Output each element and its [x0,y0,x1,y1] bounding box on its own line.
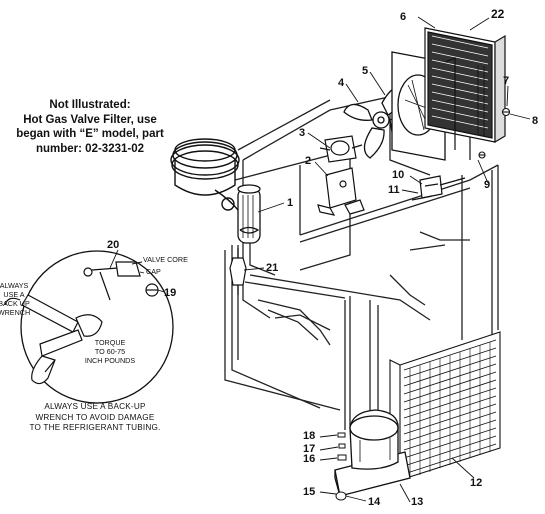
callout-18: 18 [303,430,315,442]
condenser [424,27,506,150]
callout-11: 11 [388,184,400,196]
callout-1: 1 [287,197,293,209]
callout-3: 3 [299,127,305,139]
callout-21: 21 [266,262,278,274]
detail-labels: VALVE CORE CAP ALWAYS USE A BACK UP WREN… [0,255,188,365]
valve-core-label: VALVE CORE [143,255,188,264]
callout-10: 10 [392,169,404,181]
torque-label-2: TO 60-75 [95,347,125,356]
mounting-screws [478,107,511,159]
pre-cooler-coil [170,138,240,211]
note-line-4: number: 02-3231-02 [35,142,145,155]
callout-leaders [109,16,531,503]
torque-label-3: INCH POUNDS [85,356,136,365]
callout-7: 7 [503,75,509,87]
note-line-3: began with “E” model, part [16,128,164,140]
callout-13: 13 [411,496,423,508]
callout-15: 15 [303,486,315,498]
backup-wrench-label-1: ALWAYS [0,281,29,290]
filter-drier [229,248,247,295]
compressor [334,409,411,497]
callout-22: 22 [491,7,505,21]
callout-17: 17 [303,443,315,455]
callout-16: 16 [303,453,315,465]
backup-wrench-label-4: WRENCH [0,308,30,317]
not-illustrated-note: Not Illustrated: Hot Gas Valve Filter, u… [2,98,178,156]
hot-gas-valve [411,175,466,201]
callout-numbers: 1 2 3 4 5 6 22 7 8 9 10 11 12 13 14 15 1… [107,7,538,508]
note-line-1: Not Illustrated: [49,99,131,111]
fan-motor-bracket [317,135,365,216]
refrigerant-tubing [224,81,499,430]
callout-6: 6 [400,11,406,23]
accumulator [237,184,261,244]
backup-wrench-label-2: USE A [3,290,24,299]
callout-19: 19 [164,287,176,299]
evaporator-coil [389,331,501,481]
callout-20: 20 [107,239,119,251]
backup-wrench-label-3: BACK UP [0,299,30,308]
note-line-2: Hot Gas Valve Filter, use [23,113,157,126]
warning-line-1: ALWAYS USE A BACK-UP [44,402,146,411]
torque-label-1: TORQUE [95,338,126,347]
compressor-grommet-hardware [335,432,347,501]
callout-8: 8 [532,115,538,127]
warning-line-2: WRENCH TO AVOID DAMAGE [35,412,155,422]
callout-14: 14 [368,496,381,508]
callout-4: 4 [338,77,345,89]
callout-9: 9 [484,179,490,191]
cap-label: CAP [146,267,161,276]
callout-2: 2 [305,155,311,167]
valve-core-detail [4,250,174,404]
callout-12: 12 [470,477,482,489]
backup-wrench-warning: ALWAYS USE A BACK-UP WRENCH TO AVOID DAM… [0,402,190,434]
callout-5: 5 [362,65,368,77]
warning-line-3: TO THE REFRIGERANT TUBING. [29,423,161,432]
